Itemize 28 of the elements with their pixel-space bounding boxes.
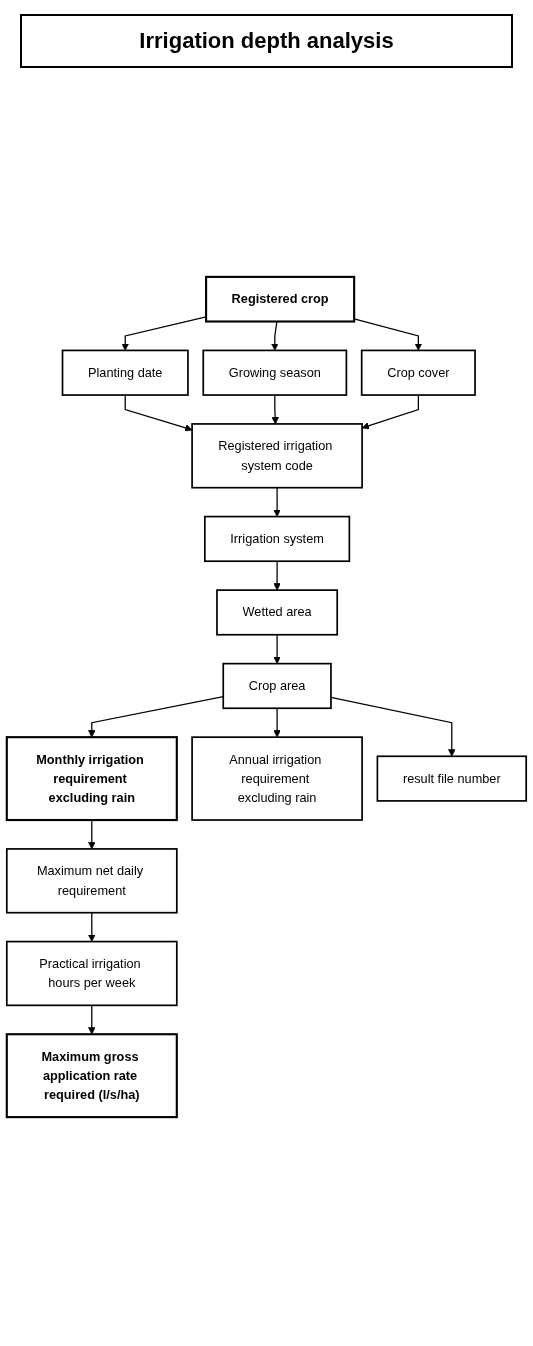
arrow [88,696,224,738]
node-box: Annual irrigation requirement excluding rain [191,736,363,821]
node-box: Maximum gross application rate required (l/s/ha) [5,1033,178,1119]
arrow [330,696,456,757]
node-box: Registered irrigation system code [191,423,363,489]
node-box: Registered crop [205,275,356,323]
arrow [361,394,419,430]
arrow [121,316,207,351]
node-box: Maximum net daily requirement [5,848,178,914]
node-box: Crop area [222,662,332,710]
node-box: Monthly irrigation requirement excluding rain [5,736,178,822]
arrow [273,560,281,591]
arrow [353,318,423,351]
node-box: Wetted area [216,589,339,636]
node-box: Crop cover [360,349,476,396]
arrow [273,707,281,738]
node-box: result file number [376,755,528,802]
node-box: Irrigation system [204,515,351,563]
node-box: Planting date [61,349,189,396]
arrow [271,394,279,425]
arrow [124,394,193,432]
node-box: Growing season [202,349,348,396]
arrow [88,1004,96,1035]
arrow [273,487,281,517]
arrow [273,634,281,664]
arrow [88,912,96,942]
node-box: Practical irrigation hours per week [5,940,178,1007]
title: Irrigation depth analysis [20,14,513,68]
